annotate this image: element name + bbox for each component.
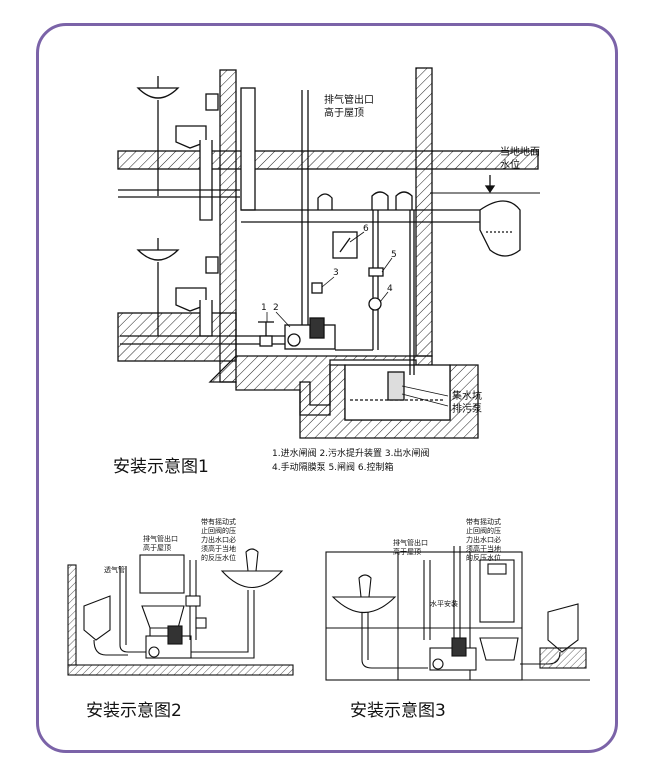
callout-2: 2 (273, 303, 279, 313)
upper-cistern (205, 93, 219, 111)
d2-vent-label-2: 高于屋顶 (143, 543, 171, 552)
upper-floor-slab (117, 150, 539, 170)
d2-vent-label-1: 排气管出口 (143, 534, 178, 543)
right-wall (415, 67, 433, 357)
legend-line-1: 1.进水闸阀 2.污水提升装置 3.出水闸阀 (272, 449, 430, 459)
d2-note-4: 的反压水位 (201, 553, 236, 562)
receiving-tank (479, 200, 521, 257)
callout-3: 3 (333, 268, 339, 278)
caption-diagram-2: 安装示意图2 (86, 701, 182, 721)
lower-floor-slab (117, 312, 237, 362)
d3-washbasin (331, 596, 397, 613)
d2-note-2: 力出水口必 (201, 535, 236, 544)
d3-note-1: 止回阀的压 (466, 526, 501, 535)
d1-vent-label-1: 排气管出口 (324, 93, 374, 106)
d3-note-3: 须高于当地 (466, 544, 501, 553)
caption-diagram-3: 安装示意图3 (350, 701, 446, 721)
d3-cistern (479, 559, 515, 623)
d3-toilet (479, 637, 519, 661)
upper-toilet (175, 125, 207, 149)
callout-4: 4 (387, 284, 393, 294)
d3-vent-label-2: 高于屋顶 (393, 547, 421, 556)
callout-1: 1 (261, 303, 267, 313)
inlet-gate-valve (259, 335, 273, 347)
d2-floor (67, 664, 294, 676)
lower-cistern (205, 256, 219, 274)
d3-note-4: 的反压水位 (466, 553, 501, 562)
caption-diagram-1: 安装示意图1 (113, 457, 209, 477)
diagram-2 (67, 548, 294, 676)
lower-washbasin (136, 249, 180, 261)
d3-note-2: 力出水口必 (466, 535, 501, 544)
d1-vent-label-2: 高于屋顶 (324, 106, 364, 119)
d2-air-pipe-label: 透气管 (104, 565, 125, 574)
vent-stack-left (240, 87, 256, 211)
d2-washbasin (220, 570, 284, 588)
d2-note-1: 止回阀的压 (201, 526, 236, 535)
lifting-motor (309, 317, 325, 339)
d2-urinal (83, 595, 111, 641)
d3-urinal (547, 603, 579, 653)
lower-toilet (175, 287, 207, 312)
d3-vent-label-1: 排气管出口 (393, 538, 428, 547)
diagram-3 (325, 546, 590, 681)
diaphragm-pump (368, 297, 382, 311)
d3-note-0: 带有摇动式 (466, 517, 501, 526)
d3-horizontal-label: 水平安装 (430, 599, 458, 608)
d2-note-3: 须高于当地 (201, 544, 236, 553)
d2-cistern (139, 554, 185, 594)
legend-line-2: 4.手动隔膜泵 5.闸阀 6.控制箱 (272, 463, 394, 473)
d1-pit-label-1: 集水坑 (452, 389, 482, 402)
d2-toilet (141, 605, 185, 629)
callout-6: 6 (363, 224, 369, 234)
d1-pit-label-2: 排污泵 (452, 402, 482, 415)
d2-note-0: 带有摇动式 (201, 517, 236, 526)
upper-washbasin (136, 87, 180, 99)
d1-water-label-1: 当地地面 (500, 145, 540, 158)
callout-5: 5 (391, 250, 397, 260)
outlet-gate-valve (311, 282, 323, 294)
diagram-1 (117, 67, 540, 439)
basement-slab (208, 355, 433, 416)
sump-pump (387, 371, 405, 401)
d1-water-label-2: 水位 (500, 158, 520, 171)
gate-valve (368, 267, 384, 277)
